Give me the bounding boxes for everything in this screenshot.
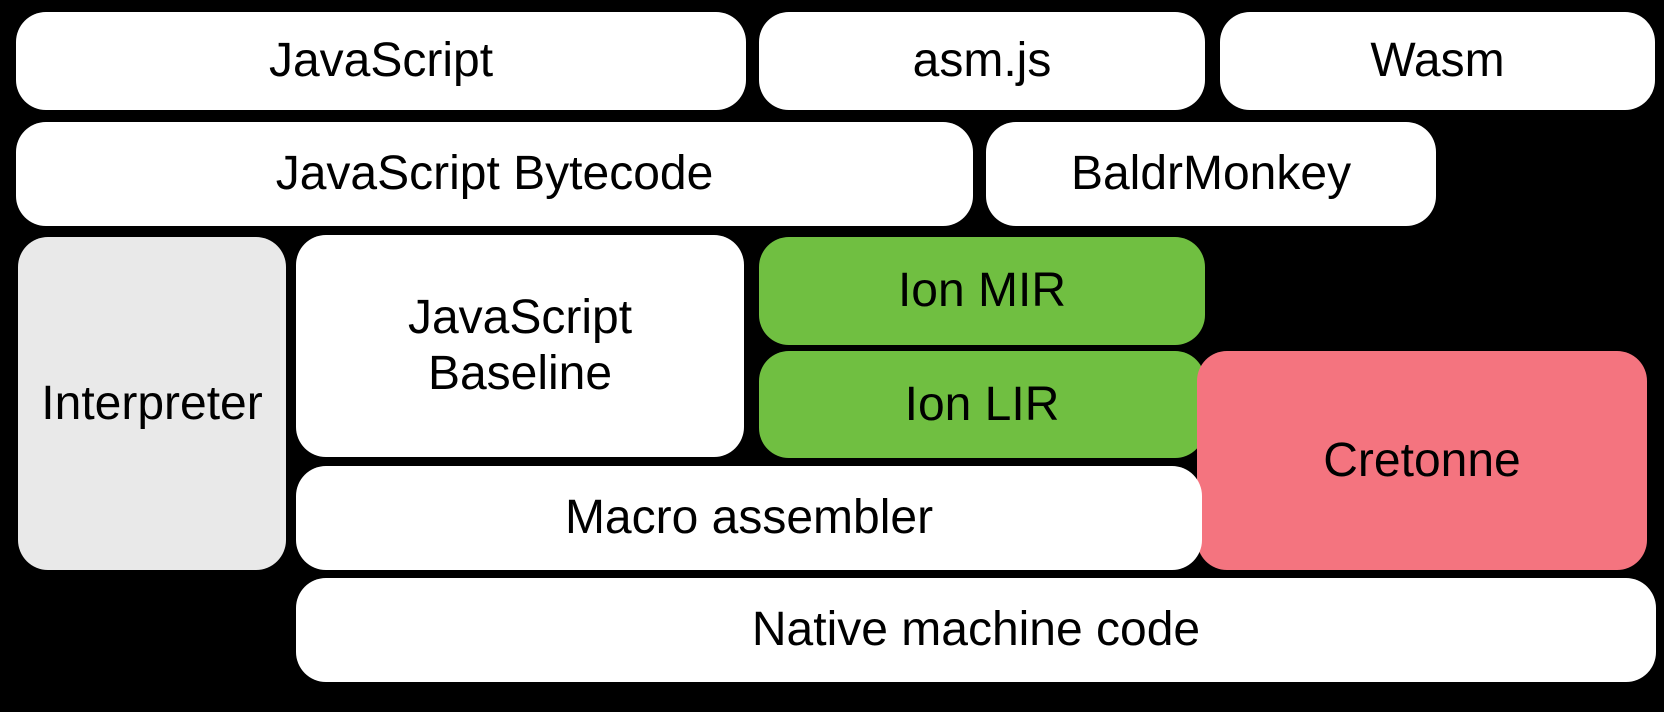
- node-ion-lir-label: Ion LIR: [904, 377, 1060, 431]
- node-interpreter: Interpreter: [18, 237, 286, 570]
- node-native-machine-code-label: Native machine code: [751, 603, 1201, 656]
- node-asmjs-label: asm.js: [912, 34, 1052, 87]
- node-javascript-bytecode: JavaScript Bytecode: [16, 122, 973, 226]
- node-javascript-bytecode-label: JavaScript Bytecode: [275, 147, 714, 200]
- node-javascript-baseline: JavaScript Baseline: [296, 235, 744, 457]
- node-macro-assembler-label: Macro assembler: [564, 491, 934, 544]
- node-interpreter-label: Interpreter: [41, 376, 263, 430]
- node-wasm: Wasm: [1220, 12, 1655, 110]
- node-ion-mir: Ion MIR: [759, 237, 1205, 345]
- node-asmjs: asm.js: [759, 12, 1205, 110]
- node-javascript-baseline-label: JavaScript Baseline: [407, 291, 633, 400]
- node-native-machine-code: Native machine code: [296, 578, 1656, 682]
- node-cretonne-label: Cretonne: [1323, 433, 1521, 487]
- node-wasm-label: Wasm: [1370, 34, 1505, 87]
- node-baldrmonkey-label: BaldrMonkey: [1070, 147, 1352, 200]
- node-javascript-label: JavaScript: [268, 34, 494, 87]
- node-ion-lir: Ion LIR: [759, 351, 1205, 458]
- node-baldrmonkey: BaldrMonkey: [986, 122, 1436, 226]
- node-cretonne: Cretonne: [1197, 351, 1647, 570]
- node-macro-assembler: Macro assembler: [296, 466, 1202, 570]
- node-javascript: JavaScript: [16, 12, 746, 110]
- node-ion-mir-label: Ion MIR: [897, 264, 1067, 317]
